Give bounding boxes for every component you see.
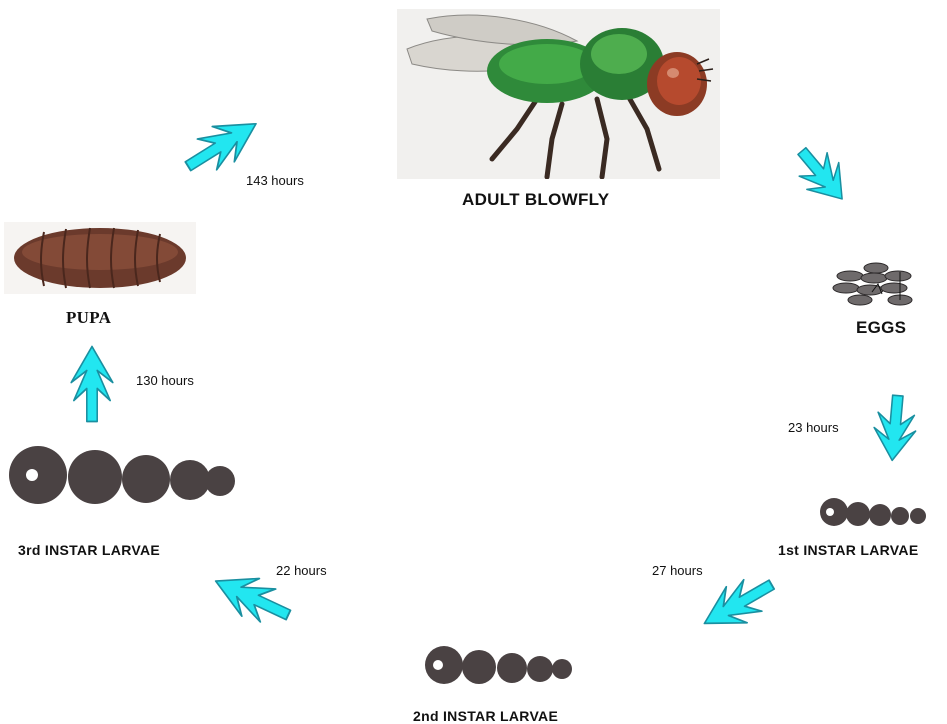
duration-third-to-pupa: 130 hours	[136, 373, 194, 388]
arrow-eggs-to-first	[871, 394, 918, 462]
eggs-image	[832, 262, 918, 308]
first-instar-larvae-image	[818, 496, 930, 528]
larva-icon	[424, 645, 574, 687]
duration-eggs-to-first: 23 hours	[788, 420, 839, 435]
larva-icon	[818, 496, 930, 528]
pupa-image	[4, 222, 196, 294]
pupa-icon	[4, 222, 196, 294]
first-instar-larvae-label: 1st INSTAR LARVAE	[778, 542, 918, 558]
larva-icon	[8, 445, 236, 507]
duration-pupa-to-adult: 143 hours	[246, 173, 304, 188]
arrow-first-to-second	[694, 567, 782, 642]
blowfly-icon	[397, 9, 720, 179]
third-instar-larvae-label: 3rd INSTAR LARVAE	[18, 542, 160, 558]
eggs-label: EGGS	[856, 318, 906, 338]
duration-first-to-second: 27 hours	[652, 563, 703, 578]
adult-blowfly-image	[397, 9, 720, 179]
eggs-icon	[832, 262, 918, 308]
adult-blowfly-label: ADULT BLOWFLY	[462, 190, 609, 210]
second-instar-larvae-label: 2nd INSTAR LARVAE	[413, 708, 558, 724]
second-instar-larvae-image	[424, 645, 574, 687]
arrow-third-to-pupa	[71, 347, 113, 422]
arrow-adult-to-eggs	[786, 138, 858, 213]
third-instar-larvae-image	[8, 445, 236, 507]
duration-second-to-third: 22 hours	[276, 563, 327, 578]
pupa-label: PUPA	[66, 308, 111, 328]
